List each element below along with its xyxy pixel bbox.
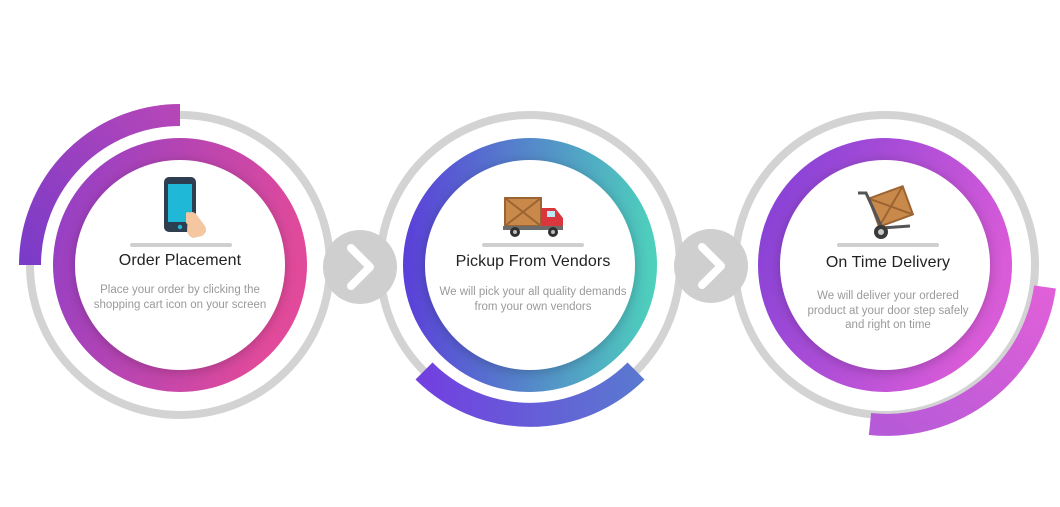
inner-white-disc — [425, 160, 635, 370]
step-description: We will pick your all quality demands fr… — [439, 286, 627, 313]
arrow-step1-to-step2 — [323, 230, 397, 304]
step-divider — [130, 243, 232, 247]
chevron-right-icon — [698, 243, 725, 289]
step-title: On Time Delivery — [825, 254, 951, 271]
delivery-truck-icon — [503, 197, 563, 237]
accent-arc — [19, 104, 181, 266]
step-title: Order Placement — [118, 252, 242, 269]
step-divider — [837, 243, 939, 247]
chevron-right-icon — [347, 244, 374, 290]
step-title: Pickup From Vendors — [455, 253, 611, 270]
accent-arc — [868, 285, 1056, 436]
smartphone-touch-icon — [164, 177, 206, 238]
step-pickup-from-vendors — [376, 111, 684, 427]
step-on-time-delivery — [731, 111, 1056, 436]
step-description: Place your order by clicking the shoppin… — [93, 284, 267, 311]
inner-white-disc — [75, 160, 285, 370]
step-description: We will deliver your ordered product at … — [807, 290, 969, 331]
arrow-step2-to-step3 — [674, 229, 748, 303]
accent-arc — [415, 362, 645, 427]
step-order-placement — [19, 104, 334, 419]
step-divider — [482, 243, 584, 247]
inner-white-disc — [780, 160, 990, 370]
hand-truck-crate-icon — [858, 184, 915, 239]
